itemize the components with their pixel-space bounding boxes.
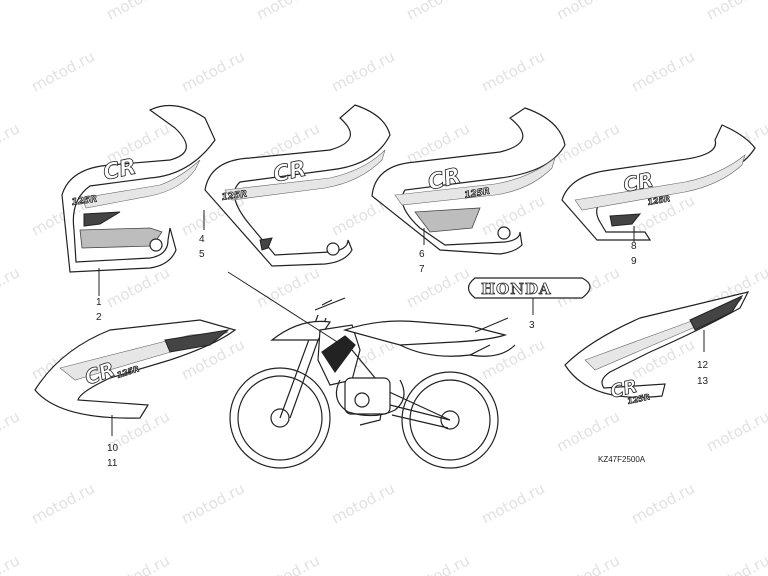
watermark-text: motod.ru	[103, 0, 172, 24]
watermark-text: motod.ru	[0, 551, 23, 576]
watermark-text: motod.ru	[478, 47, 547, 95]
watermark-text: motod.ru	[553, 0, 622, 24]
decal-shroud-6-7: CR 125R	[371, 107, 566, 255]
watermark-text: motod.ru	[178, 479, 247, 527]
honda-emblem-text: HONDA	[481, 280, 552, 298]
decal-shroud-8-9: CR 125R	[561, 124, 756, 241]
callout-7: 7	[419, 264, 425, 275]
sub-logo-text: 125R	[71, 194, 98, 207]
cr-logo-text: CR	[621, 167, 655, 197]
watermark-text: motod.ru	[553, 407, 622, 455]
callout-11: 11	[107, 458, 118, 469]
watermark-text: motod.ru	[253, 263, 322, 311]
watermark-text: motod.ru	[178, 47, 247, 95]
watermark-text: motod.ru	[0, 263, 23, 311]
callout-1: 1	[96, 297, 102, 308]
sub-logo-text: 125R	[464, 187, 491, 201]
motorcycle-illustration	[229, 297, 516, 469]
callout-2: 2	[96, 312, 102, 323]
watermark-text: motod.ru	[553, 551, 622, 576]
watermark-text: motod.ru	[0, 407, 23, 455]
watermark-text: motod.ru	[328, 479, 397, 527]
watermark-text: motod.ru	[103, 263, 172, 311]
decal-shroud-left-1-2: CR 125R	[61, 104, 216, 273]
callout-6: 6	[419, 249, 425, 260]
sub-logo-text: 125R	[647, 194, 671, 207]
watermark-text: motod.ru	[0, 119, 23, 167]
watermark-text: motod.ru	[703, 0, 768, 24]
watermark-text: motod.ru	[478, 335, 547, 383]
watermark-text: motod.ru	[253, 0, 322, 24]
sub-logo-text: 125R	[221, 189, 248, 202]
watermark-text: motod.ru	[28, 479, 97, 527]
callout-9: 9	[631, 256, 637, 267]
watermark-text: motod.ru	[28, 47, 97, 95]
watermark-text: motod.ru	[478, 191, 547, 239]
watermark-text: motod.ru	[628, 479, 697, 527]
watermark-text: motod.ru	[403, 551, 472, 576]
watermark-text: motod.ru	[103, 551, 172, 576]
watermark-text: motod.ru	[478, 479, 547, 527]
watermark-text: motod.ru	[328, 47, 397, 95]
decal-side-12-13: CR 125R	[564, 291, 750, 406]
callout-8: 8	[631, 241, 637, 252]
callout-10: 10	[107, 443, 119, 454]
diagram-code: KZ47F2500A	[598, 455, 646, 464]
watermark-text: motod.ru	[253, 551, 322, 576]
decal-side-10-11: CR 125R	[34, 319, 237, 419]
cr-logo-text: CR	[101, 155, 139, 186]
watermark-text: motod.ru	[703, 407, 768, 455]
callout-4: 4	[199, 234, 205, 245]
callout-12: 12	[697, 360, 709, 371]
callout-5: 5	[199, 249, 205, 260]
watermark-text: motod.ru	[0, 0, 23, 24]
watermark-text: motod.ru	[403, 0, 472, 24]
honda-emblem-decal: HONDA	[467, 277, 591, 299]
watermark-text: motod.ru	[703, 551, 768, 576]
watermark-text: motod.ru	[628, 47, 697, 95]
callout-3: 3	[529, 320, 535, 331]
callout-13: 13	[697, 376, 709, 387]
decal-shroud-4-5: CR 125R	[204, 104, 391, 267]
watermark-text: motod.ru	[403, 263, 472, 311]
